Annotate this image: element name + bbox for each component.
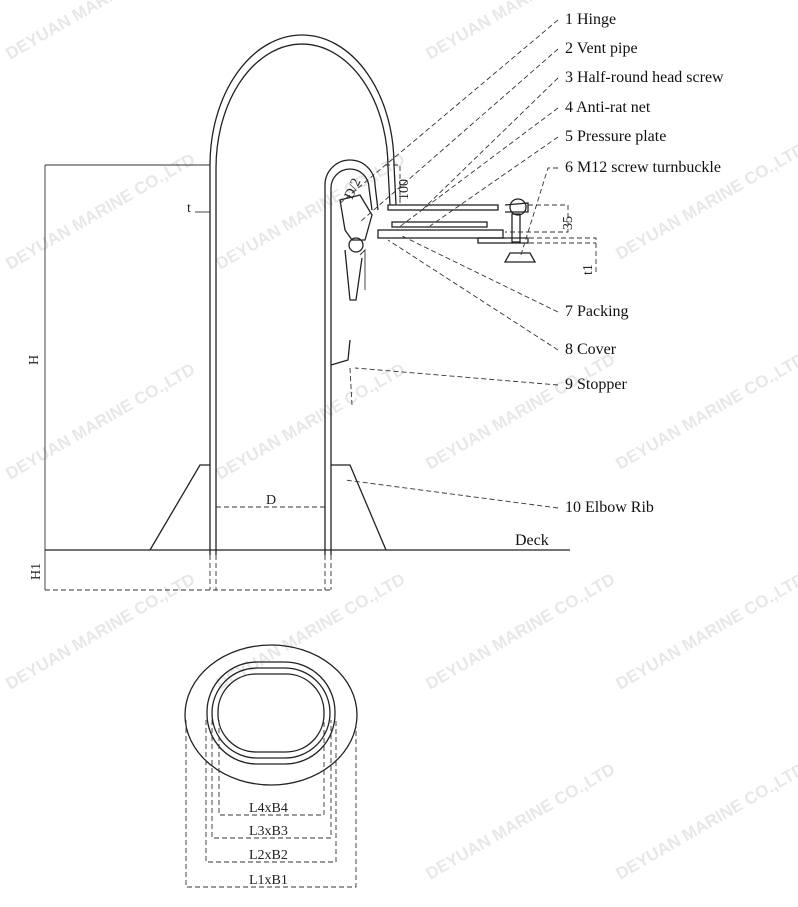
deck-label: Deck <box>515 532 549 549</box>
part-label-vent-pipe: 2 Vent pipe <box>565 40 638 57</box>
part-label-hinge: 1 Hinge <box>565 11 616 28</box>
dim-100: 100 <box>397 179 412 200</box>
watermark: DEYUAN MARINE CO.,LTD <box>3 150 199 274</box>
watermark: DEYUAN MARINE CO.,LTD <box>423 760 619 884</box>
dim-l2xb2: L2xB2 <box>249 848 288 863</box>
plan-view: L4xB4 L3xB3 L2xB2 L1xB1 <box>184 644 358 888</box>
dim-t1: t1 <box>581 264 596 275</box>
watermark: DEYUAN MARINE CO.,LTD <box>423 570 619 694</box>
dim-l3xb3: L3xB3 <box>249 824 288 839</box>
part-label-cover: 8 Cover <box>565 341 617 358</box>
elevation-view: H H1 D t D/2 100 35 t1 Deck <box>27 34 597 591</box>
dim-l1xb1: L1xB1 <box>249 873 288 888</box>
watermark: DEYUAN MARINE CO.,LTD <box>423 350 619 474</box>
watermark: DEYUAN MARINE CO.,LTD <box>613 350 798 474</box>
watermarks: DEYUAN MARINE CO.,LTD DEYUAN MARINE CO.,… <box>3 0 798 883</box>
watermark: DEYUAN MARINE CO.,LTD <box>613 570 798 694</box>
dim-l4xb4: L4xB4 <box>249 801 288 816</box>
part-label-anti-rat-net: 4 Anti-rat net <box>565 99 651 116</box>
part-label-screw: 3 Half-round head screw <box>565 69 724 86</box>
part-labels: 1 Hinge 2 Vent pipe 3 Half-round head sc… <box>565 11 724 516</box>
watermark: DEYUAN MARINE CO.,LTD <box>3 360 199 484</box>
part-label-stopper: 9 Stopper <box>565 376 627 393</box>
watermark: DEYUAN MARINE CO.,LTD <box>213 360 409 484</box>
part-label-elbow-rib: 10 Elbow Rib <box>565 499 654 516</box>
watermark: DEYUAN MARINE CO.,LTD <box>3 0 199 63</box>
watermark: DEYUAN MARINE CO.,LTD <box>3 570 199 694</box>
dim-h: H <box>27 355 42 365</box>
watermark: DEYUAN MARINE CO.,LTD <box>213 570 409 694</box>
leader-lines <box>337 19 559 509</box>
part-label-packing: 7 Packing <box>565 303 629 320</box>
dim-35: 35 <box>561 216 576 230</box>
dim-d: D <box>266 493 276 508</box>
part-label-pressure-plate: 5 Pressure plate <box>565 128 666 145</box>
part-label-turnbuckle: 6 M12 screw turnbuckle <box>565 159 721 176</box>
dim-t: t <box>187 201 191 216</box>
watermark: DEYUAN MARINE CO.,LTD <box>613 760 798 884</box>
dim-h1: H1 <box>29 563 44 580</box>
watermark: DEYUAN MARINE CO.,LTD <box>213 150 409 274</box>
